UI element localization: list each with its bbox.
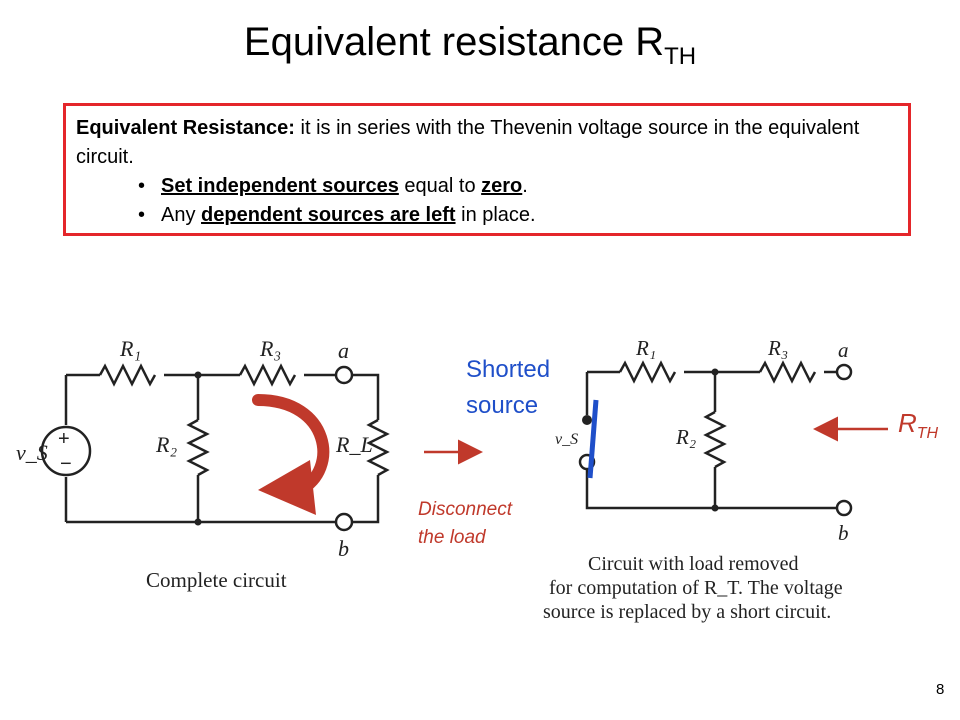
- title-main: Equivalent resistance R: [243, 20, 665, 64]
- bullet-item: • Set independent sources equal to zero.: [76, 172, 898, 201]
- definition-text: it is in series with the Thevenin voltag…: [76, 117, 860, 168]
- wire: [352, 373, 380, 420]
- terminal-b: [334, 512, 354, 532]
- label-vs: v_S: [555, 431, 578, 448]
- bullet2-emphasis: dependent sources are left: [201, 204, 456, 226]
- wire: [352, 475, 380, 524]
- title-subscript: TH: [664, 43, 697, 70]
- shorted-line: Shorted: [466, 356, 551, 383]
- terminal-a: [835, 363, 853, 381]
- resistor-r3: [238, 363, 297, 387]
- definition-bullets: • Set independent sources equal to zero.…: [76, 172, 898, 230]
- node-dot: [711, 368, 719, 376]
- bullet-item: • Any dependent sources are left in plac…: [76, 201, 898, 230]
- disconnect-line: Disconnect: [418, 499, 512, 520]
- slide-title: Equivalent resistance RTH: [0, 18, 940, 81]
- node-dot: [711, 504, 719, 512]
- definition-lead: Equivalent Resistance:: [76, 117, 295, 139]
- label-r2: R₂: [675, 425, 696, 449]
- label-r1: R₁: [635, 336, 656, 360]
- definition-box: Equivalent Resistance: it is in series w…: [63, 103, 911, 236]
- bullet-dot: •: [138, 204, 146, 226]
- left-caption: Complete circuit: [146, 568, 287, 592]
- node-dot: [194, 518, 202, 526]
- resistor-r1: [618, 360, 677, 384]
- bullet-dot: •: [138, 175, 146, 197]
- label-r2: R₂: [155, 432, 177, 457]
- bullet2-prefix: Any: [161, 204, 202, 226]
- label-b: b: [838, 521, 849, 545]
- source-plus: +: [58, 428, 70, 450]
- shorted-source-note: Shorted source: [466, 352, 550, 424]
- bullet1-end: .: [522, 175, 528, 197]
- node-dot: [194, 371, 202, 379]
- label-a: a: [338, 338, 349, 363]
- label-r3: R₃: [259, 336, 281, 361]
- disconnect-note: Disconnect the load: [418, 496, 512, 552]
- terminal-b: [835, 499, 853, 517]
- rth-main: R: [898, 408, 917, 438]
- curved-arrow-icon: [252, 394, 330, 515]
- bullet2-end: in place.: [455, 204, 536, 226]
- resistor-r1: [98, 363, 157, 387]
- bullet1-middle: equal to: [398, 175, 482, 197]
- resistor-rl: [366, 418, 390, 477]
- label-rl: R_L: [335, 432, 373, 457]
- resistor-r2: [186, 418, 210, 477]
- definition-paragraph: Equivalent Resistance: it is in series w…: [76, 114, 898, 172]
- wire: [585, 469, 836, 510]
- source-line: source: [466, 392, 539, 419]
- resistor-r3: [758, 360, 817, 384]
- right-labels: R₁ R₃ a R₂ v_S b: [555, 336, 849, 545]
- bullet1-zero: zero: [481, 175, 523, 197]
- label-r1: R₁: [119, 336, 141, 361]
- rth-subscript: TH: [916, 425, 939, 443]
- right-caption-line: Circuit with load removed: [588, 553, 799, 575]
- right-circuit: [578, 360, 853, 517]
- bullet1-emphasis: Set independent sources: [161, 175, 399, 197]
- resistor-r2: [703, 410, 727, 469]
- right-caption-line: for computation of R_T. The voltage: [549, 577, 843, 599]
- label-r3: R₃: [767, 336, 788, 360]
- right-caption-line: source is replaced by a short circuit.: [543, 601, 831, 623]
- label-vs: v_S: [16, 440, 48, 465]
- source-minus: −: [60, 453, 72, 475]
- left-labels: R₁ R₃ a R₂ R_L v_S b: [16, 336, 373, 561]
- terminal-a: [334, 365, 354, 385]
- source-terminal-dot: [582, 415, 592, 425]
- label-a: a: [838, 338, 849, 362]
- load-line: the load: [418, 527, 486, 548]
- voltage-source: [40, 425, 92, 477]
- right-caption: Circuit with load removed for computatio…: [543, 553, 843, 623]
- short-circuit-line: [587, 399, 599, 479]
- label-b: b: [338, 536, 349, 561]
- page-number: 8: [936, 681, 945, 698]
- rth-label: RTH: [898, 408, 938, 443]
